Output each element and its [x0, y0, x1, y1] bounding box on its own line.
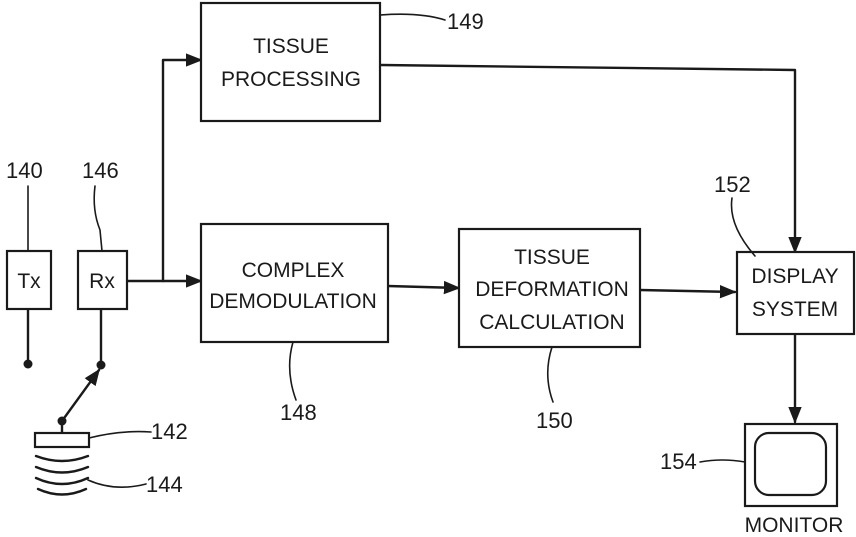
- tx-terminal-dot: [24, 360, 33, 369]
- transducer: [35, 433, 89, 447]
- wire-to-tissue-deformation: [388, 286, 459, 288]
- display-system-line1: DISPLAY: [751, 265, 838, 288]
- tissue-processing-line2: PROCESSING: [221, 68, 361, 91]
- tissue-deformation-ref-number: 150: [536, 408, 573, 433]
- rx-label: Rx: [89, 270, 115, 293]
- transducer-ref-leader: [89, 432, 151, 438]
- tissue-deformation-block: TISSUE DEFORMATION CALCULATION: [459, 229, 640, 347]
- complex-demodulation-ref-number: 148: [280, 400, 317, 425]
- tissue-deformation-ref-leader: [548, 347, 553, 402]
- waves-ref-leader: [88, 480, 146, 487]
- rx-ref-leader: [94, 186, 102, 251]
- wire-to-tissue-processing: [163, 60, 201, 281]
- complex-demodulation-ref-leader: [290, 342, 296, 400]
- display-system-line2: SYSTEM: [752, 298, 838, 321]
- tissue-processing-block: TISSUE PROCESSING: [201, 3, 380, 121]
- complex-demodulation-line2: DEMODULATION: [209, 290, 377, 313]
- tissue-deformation-line3: CALCULATION: [479, 311, 624, 334]
- wire-processing-to-display: [380, 65, 795, 252]
- display-system-ref-leader: [731, 198, 755, 256]
- transducer-ref-number: 142: [151, 419, 188, 444]
- tx-label: Tx: [17, 270, 41, 293]
- monitor-ref-leader: [700, 460, 745, 462]
- tissue-processing-ref-number: 149: [447, 9, 484, 34]
- tissue-deformation-line1: TISSUE: [514, 246, 590, 269]
- switch-arm: [62, 370, 99, 421]
- connections: [24, 60, 796, 433]
- rx-block: Rx: [78, 251, 127, 309]
- display-system-ref-number: 152: [714, 172, 751, 197]
- tx-ref-number: 140: [6, 158, 43, 183]
- tx-block: Tx: [7, 251, 51, 309]
- ultrasound-waves: [36, 456, 88, 495]
- display-system-block: DISPLAY SYSTEM: [737, 252, 854, 334]
- rx-terminal-dot: [97, 361, 106, 370]
- tissue-deformation-line2: DEFORMATION: [475, 278, 629, 301]
- complex-demodulation-block: COMPLEX DEMODULATION: [201, 224, 388, 342]
- rx-ref-number: 146: [82, 158, 119, 183]
- tissue-processing-line1: TISSUE: [253, 35, 329, 58]
- waves-ref-number: 144: [146, 472, 183, 497]
- monitor-icon: [745, 424, 837, 506]
- complex-demodulation-line1: COMPLEX: [242, 259, 345, 282]
- monitor-label: MONITOR: [745, 514, 844, 537]
- monitor-ref-number: 154: [660, 449, 697, 474]
- tissue-processing-ref-leader: [380, 14, 445, 20]
- wire-to-display-system: [640, 290, 735, 292]
